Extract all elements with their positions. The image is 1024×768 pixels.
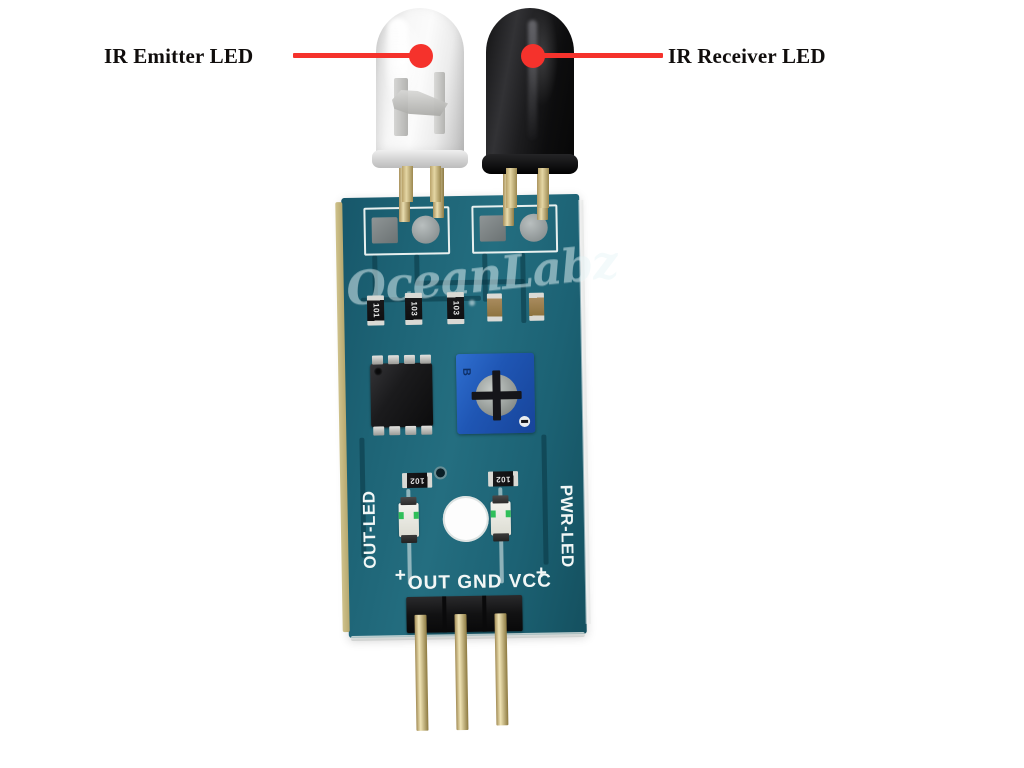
silkscreen-plus-left: + <box>394 565 407 587</box>
sensitivity-trimpot[interactable]: B <box>455 352 536 435</box>
led-terminal <box>493 533 510 542</box>
leader-endpoint-emitter <box>409 44 433 68</box>
led-terminal <box>401 534 418 544</box>
smd-resistor: 102 <box>401 472 433 489</box>
label-ir-emitter-led: IR Emitter LED <box>104 44 254 68</box>
mounting-hole <box>442 495 490 543</box>
board-via <box>435 468 446 478</box>
led-terminal <box>400 496 417 506</box>
pcb-trace <box>541 434 549 565</box>
header-pin-out <box>414 614 429 731</box>
ir-emitter-led <box>372 8 470 202</box>
smd-capacitor <box>486 293 503 322</box>
trimpot-slot <box>492 370 502 421</box>
ic-pin <box>403 354 416 365</box>
ic-pin <box>421 425 433 435</box>
leader-line-emitter <box>293 53 423 58</box>
label-ir-receiver-led: IR Receiver LED <box>668 44 826 68</box>
pcb-trace <box>520 252 527 323</box>
ic-pin <box>405 425 417 436</box>
leader-line-receiver <box>533 53 663 58</box>
silkscreen-pin-labels: OUT GND VCC <box>407 570 553 595</box>
led-green-tint <box>505 510 511 518</box>
trimpot-marking: B <box>460 367 473 377</box>
smd-capacitor <box>528 292 545 321</box>
header-pin-gnd <box>454 613 469 731</box>
receiver-lead-left <box>506 168 517 208</box>
emitter-lead-right <box>430 166 441 202</box>
solder-pad-square <box>479 215 506 242</box>
ic-pin <box>387 355 400 365</box>
pcb-substrate-edge <box>335 202 350 633</box>
resistor-code: 102 <box>409 475 425 485</box>
emitter-lead-left <box>402 166 413 202</box>
led-green-tint <box>490 510 496 518</box>
header-divider <box>442 596 447 633</box>
header-pin-vcc <box>494 613 509 726</box>
resistor-code: 101 <box>371 303 381 319</box>
out-led-indicator <box>398 496 420 544</box>
pcb-right-edge <box>578 199 591 624</box>
ir-receiver-led <box>482 8 580 208</box>
resistor-code: 103 <box>408 301 419 317</box>
smd-resistor: 101 <box>366 295 385 326</box>
ic-pin <box>371 355 384 365</box>
led-terminal <box>492 495 509 504</box>
ic-pin <box>419 354 432 364</box>
comparator-ic <box>370 354 434 436</box>
ic-pin <box>373 426 385 436</box>
smd-resistor: 103 <box>404 292 423 326</box>
led-green-tint <box>398 512 404 520</box>
trimpot-direction-icon <box>519 415 531 428</box>
leader-endpoint-receiver <box>521 44 545 68</box>
header-divider <box>482 595 487 632</box>
ic-pin <box>389 426 401 436</box>
receiver-flange <box>482 154 578 174</box>
resistor-code: 102 <box>495 474 511 484</box>
receiver-highlight <box>528 20 537 140</box>
smd-resistor: 102 <box>487 471 519 487</box>
receiver-lead-right <box>538 168 549 208</box>
resistor-code: 103 <box>450 300 461 316</box>
led-green-tint <box>413 511 419 519</box>
pcb-trace <box>372 255 378 298</box>
pwr-led-indicator <box>490 495 512 542</box>
pcb-trace <box>414 278 525 286</box>
solder-pad-square <box>371 217 398 244</box>
ic-pin1-notch <box>374 367 383 376</box>
silkscreen-out-led: OUT-LED <box>359 490 380 569</box>
smd-resistor: 103 <box>446 291 465 325</box>
sensor-pcb: OceanLabz 101 103 103 102 102 <box>335 193 620 731</box>
solder-pad-round <box>411 215 440 244</box>
pcb-bottom-edge <box>350 631 585 642</box>
emitter-flange <box>372 150 468 168</box>
board-via <box>468 299 476 306</box>
silkscreen-pwr-led: PWR-LED <box>556 484 578 568</box>
